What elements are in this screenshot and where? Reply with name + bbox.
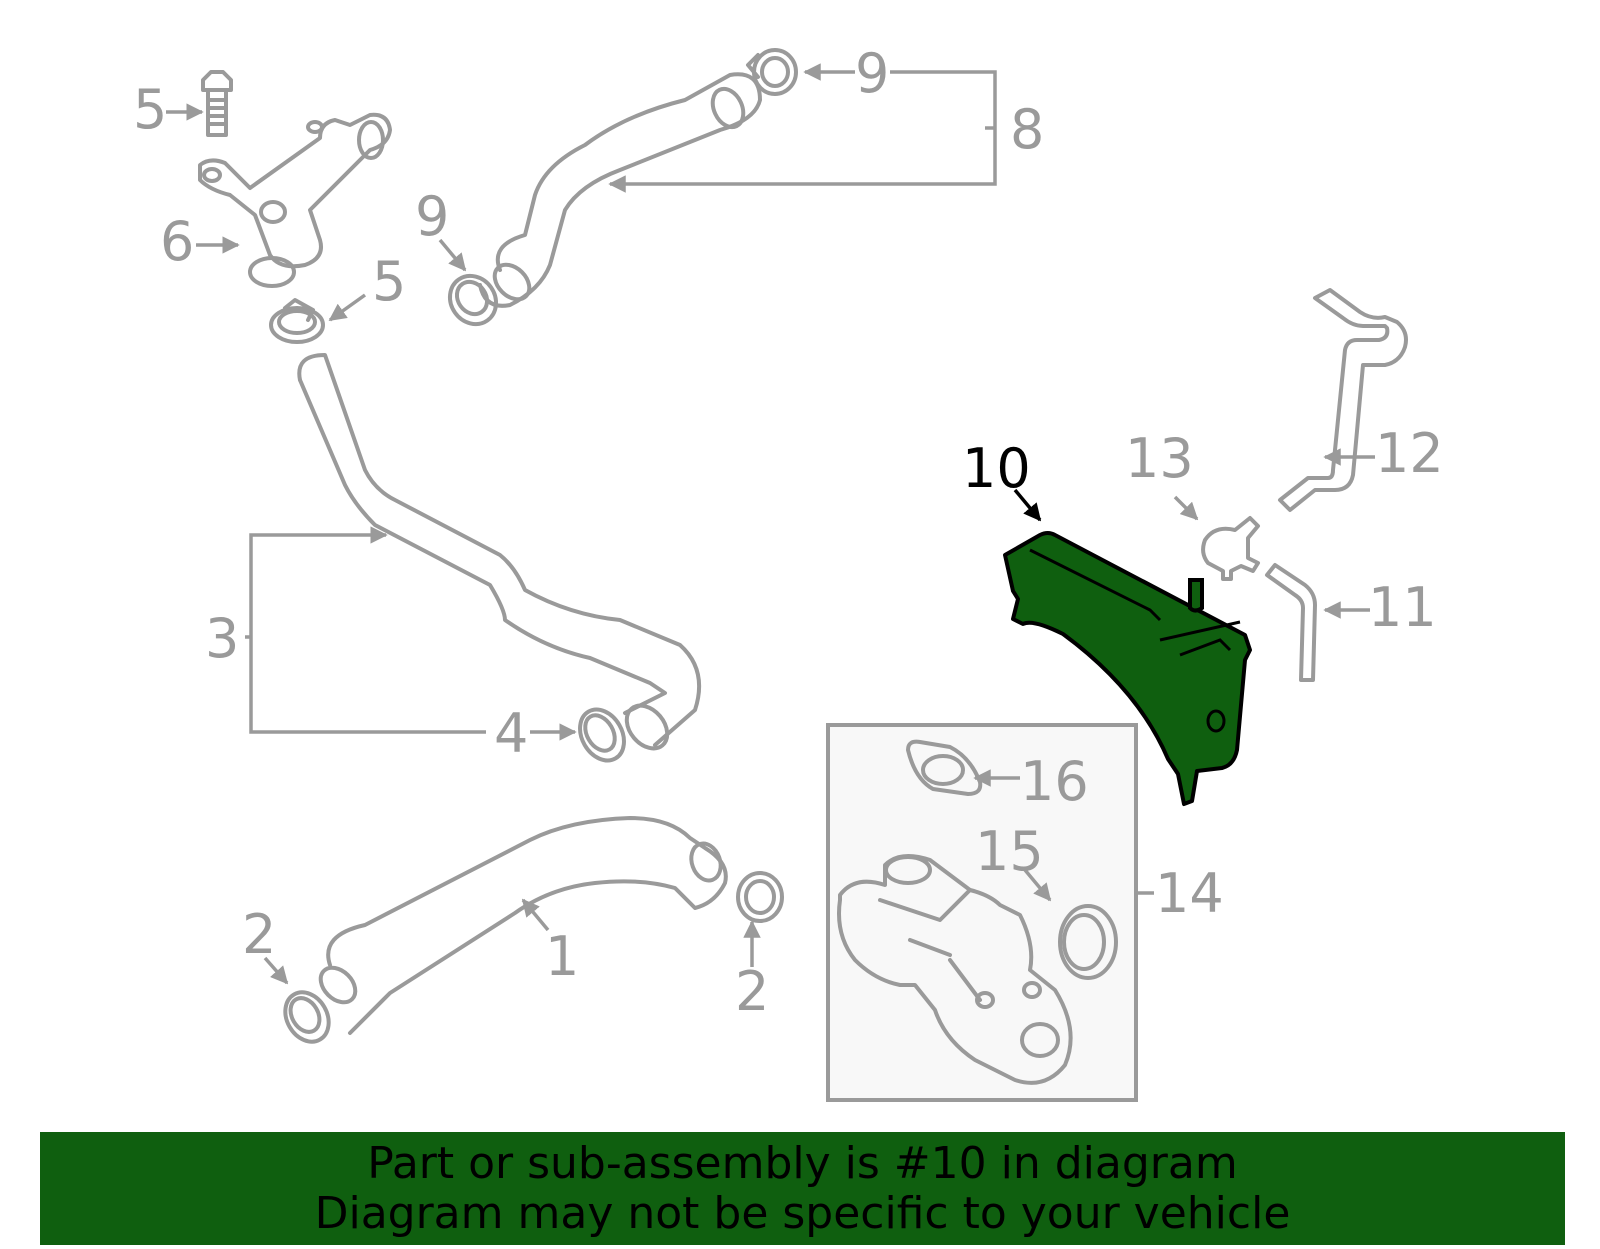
callout-2-left: 2 <box>242 903 276 966</box>
part-9-clamp-lower[interactable] <box>441 267 506 333</box>
callout-3: 3 <box>205 607 239 670</box>
part-9-clamp-upper[interactable] <box>746 48 798 96</box>
part-14-box <box>826 723 1138 1102</box>
callout-6: 6 <box>160 210 194 273</box>
leader-lines <box>166 63 1375 985</box>
callout-12: 12 <box>1375 422 1444 485</box>
part-14-water-pump-housing[interactable] <box>837 854 1073 1085</box>
part-4-clamp[interactable] <box>571 702 633 769</box>
part-1-hose[interactable] <box>314 816 728 1035</box>
part-13-connector[interactable] <box>1201 516 1260 581</box>
callout-1: 1 <box>545 925 579 988</box>
part-11-hose[interactable] <box>1265 563 1317 682</box>
part-15-seal[interactable] <box>1058 904 1118 980</box>
part-5-clamp[interactable] <box>269 298 325 344</box>
banner-line-1: Part or sub-assembly is #10 in diagram <box>367 1137 1238 1189</box>
callout-labels: 5 6 5 9 8 9 3 4 1 2 2 10 11 12 13 14 15 … <box>133 42 1444 1023</box>
callout-14: 14 <box>1155 862 1224 925</box>
part-12-hose[interactable] <box>1278 288 1408 512</box>
callout-9-upper: 9 <box>855 42 889 105</box>
callout-16: 16 <box>1020 750 1089 813</box>
info-banner: Part or sub-assembly is #10 in diagram D… <box>40 1132 1565 1245</box>
callout-5: 5 <box>372 250 406 313</box>
callout-4: 4 <box>494 702 528 765</box>
part-10-coolant-reservoir[interactable] <box>1003 531 1252 806</box>
callout-8: 8 <box>1010 98 1044 161</box>
callout-15: 15 <box>975 820 1044 883</box>
callout-10: 10 <box>962 437 1031 500</box>
callout-9-lower: 9 <box>415 185 449 248</box>
callout-13: 13 <box>1125 427 1194 490</box>
part-2-clamp-left[interactable] <box>277 984 338 1049</box>
callout-11: 11 <box>1368 576 1437 639</box>
callout-2-right: 2 <box>735 960 769 1023</box>
part-6-water-outlet[interactable] <box>198 112 392 288</box>
callout-7: 5 <box>133 78 167 141</box>
part-7-bolt[interactable] <box>201 70 233 137</box>
banner-line-2: Diagram may not be specific to your vehi… <box>314 1187 1291 1239</box>
part-2-clamp-right[interactable] <box>736 871 784 923</box>
part-8-hose[interactable] <box>478 72 762 308</box>
part-3-hose[interactable] <box>297 353 702 756</box>
